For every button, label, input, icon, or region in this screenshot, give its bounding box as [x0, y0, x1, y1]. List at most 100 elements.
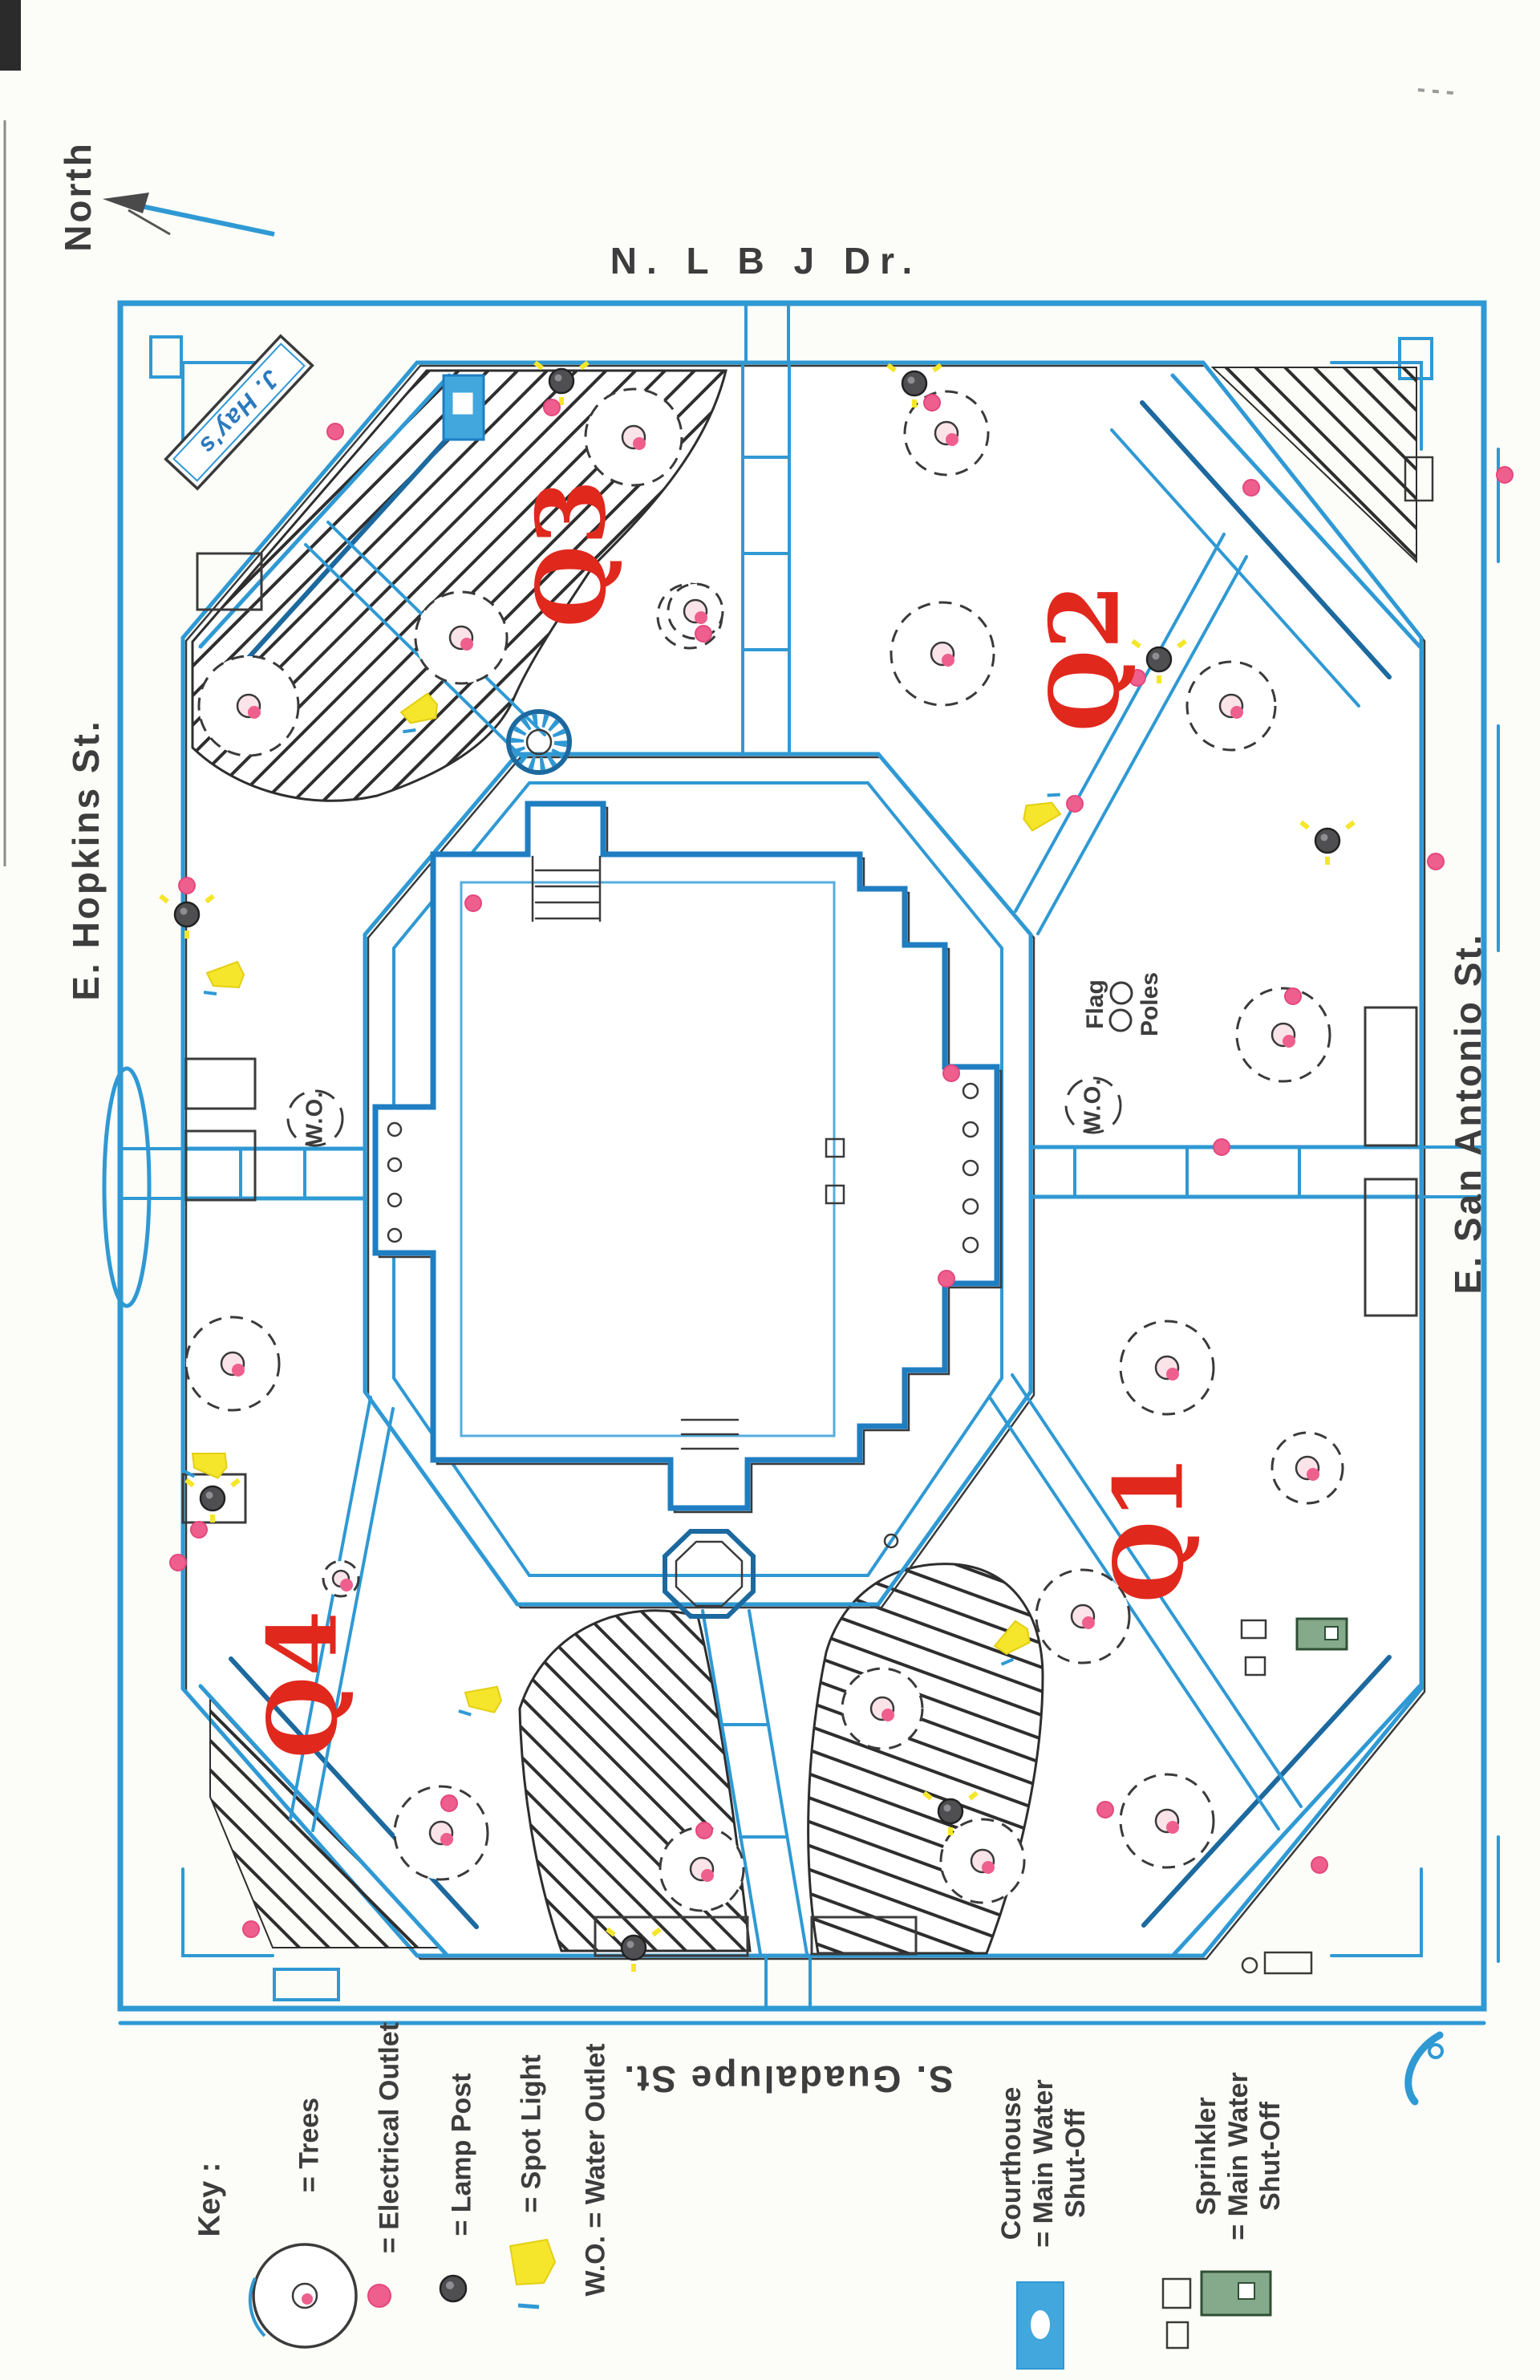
- tree-marker: [667, 582, 724, 640]
- spot-light-icon: [509, 2238, 557, 2286]
- scan-artifacts: [0, 0, 1454, 2106]
- key-item-spot: = Spot Light: [516, 2054, 547, 2213]
- tree-marker: [1035, 1568, 1131, 1664]
- spot-light-marker: [203, 960, 245, 995]
- electrical-outlet-marker: [1066, 795, 1084, 813]
- tree-markers: [184, 387, 1344, 1912]
- tree-marker: [393, 1785, 489, 1881]
- ring-walkway: [363, 752, 1035, 1609]
- quadrant-label-q2: Q2: [1028, 583, 1141, 732]
- hatch-south-right: [807, 1563, 1044, 1955]
- benches: [273, 1533, 1444, 2059]
- courthouse-legend-name: Courthouse: [996, 2086, 1027, 2240]
- spot-light-marker: [399, 692, 438, 734]
- courthouse-building: [372, 801, 1003, 1514]
- tree-marker: [1119, 1773, 1215, 1869]
- street-curbs: [102, 300, 1500, 2025]
- water-outlet-markers: [286, 1076, 1122, 1147]
- tree-marker: [659, 1826, 745, 1912]
- electrical-outlet-marker: [695, 1822, 713, 1839]
- electrical-outlet-marker: [1242, 479, 1260, 497]
- lamp-post-marker: [922, 1790, 979, 1835]
- key-item-water: W.O. = Water Outlet: [580, 2043, 611, 2297]
- east-colonnade: [825, 1082, 979, 1254]
- tree-marker: [197, 655, 300, 757]
- electrical-outlet-markers: [169, 394, 1514, 1938]
- sprinkler-shutoff-legend: Sprinkler = Main Water Shut-Off: [1190, 2072, 1287, 2240]
- quadrant-label-q4: Q4: [246, 1610, 359, 1759]
- electrical-outlet-marker: [543, 399, 561, 416]
- lamp-post-marker: [533, 360, 590, 405]
- electrical-outlet-marker: [1096, 1801, 1114, 1818]
- water-outlet-label-west: W.O.: [302, 1090, 328, 1146]
- chamfer-sidewalks: [198, 373, 1422, 1956]
- street-label-south: S. Guadalupe St.: [622, 2058, 954, 2100]
- electrical-outlet-marker: [190, 1521, 208, 1539]
- lamp-post-marker: [159, 894, 215, 939]
- tree-marker: [903, 390, 990, 476]
- key-icons: [248, 2238, 557, 2349]
- street-label-north: N. L B J Dr.: [610, 240, 922, 282]
- spot-light-marker: [458, 1685, 503, 1717]
- electrical-outlet-icon: [367, 2284, 391, 2308]
- key-item-lamp: = Lamp Post: [446, 2073, 477, 2236]
- electrical-outlet-marker: [923, 394, 941, 412]
- tree-marker: [322, 1559, 360, 1598]
- electrical-outlet-marker: [464, 894, 482, 912]
- tree-marker: [584, 387, 683, 487]
- legend-icons: [1016, 2270, 1272, 2370]
- north-label: North: [57, 141, 99, 252]
- spot-light-marker: [182, 1452, 228, 1479]
- sprinkler-shutoff-legend-icon: [1200, 2270, 1272, 2317]
- water-outlet-circle: [1064, 1076, 1122, 1134]
- flag-pole-markers: [1108, 981, 1133, 1032]
- electrical-outlet-marker: [169, 1554, 187, 1571]
- tree-marker: [1119, 1320, 1215, 1416]
- tree-marker: [1185, 660, 1277, 752]
- electrical-outlet-marker: [695, 625, 712, 643]
- lamp-post-marker: [886, 363, 942, 407]
- courthouse-shutoff-icon: [442, 374, 485, 441]
- electrical-outlet-marker: [938, 1270, 955, 1287]
- spot-light-markers: [182, 692, 1062, 1717]
- lamp-post-markers: [159, 360, 1356, 1972]
- tree-marker: [890, 601, 995, 707]
- poles-label: Poles: [1137, 971, 1163, 1037]
- key-item-electrical: = Electrical Outlet: [374, 2021, 405, 2254]
- tree-marker: [1235, 987, 1331, 1083]
- street-label-west: E. Hopkins St.: [65, 719, 107, 1001]
- tree-marker: [414, 590, 509, 685]
- electrical-outlet-marker: [178, 877, 196, 894]
- electrical-outlet-marker: [440, 1794, 458, 1812]
- fountain-node: [506, 709, 572, 775]
- lamp-post-marker: [184, 1478, 241, 1522]
- lamp-post-marker: [1131, 639, 1187, 683]
- key-title: Key :: [192, 2162, 227, 2237]
- lamp-post-icon: [439, 2274, 468, 2303]
- flag-pole-marker: [1109, 981, 1133, 1005]
- walkways: [120, 302, 1485, 2009]
- courthouse-shutoff-legend: Courthouse = Main Water Shut-Off: [995, 2079, 1092, 2247]
- electrical-outlet-marker: [242, 1920, 260, 1938]
- hatch-ne: [1210, 367, 1417, 564]
- electrical-outlet-marker: [1427, 853, 1445, 870]
- quadrant-label-q3: Q3: [515, 479, 627, 628]
- key-item-trees: = Trees: [294, 2097, 325, 2193]
- quadrant-label-q1: Q1: [1092, 1454, 1205, 1604]
- tree-marker: [1270, 1431, 1344, 1505]
- electrical-outlet-marker: [1129, 669, 1146, 687]
- flag-pole-marker: [1108, 1008, 1133, 1032]
- tree-marker: [184, 1316, 281, 1412]
- lamp-post-marker: [606, 1927, 662, 1972]
- spot-light-marker: [993, 1620, 1031, 1666]
- electrical-outlet-marker: [1213, 1138, 1230, 1156]
- tree-marker: [841, 1667, 924, 1750]
- electrical-outlet-marker: [1311, 1856, 1328, 1874]
- sprinkler-legend-line2: = Main Water: [1223, 2072, 1254, 2240]
- spot-light-marker: [1023, 793, 1062, 832]
- courthouse-legend-line3: Shut-Off: [1060, 2109, 1091, 2218]
- flag-label: Flag: [1082, 979, 1108, 1029]
- electrical-outlet-marker: [326, 423, 344, 440]
